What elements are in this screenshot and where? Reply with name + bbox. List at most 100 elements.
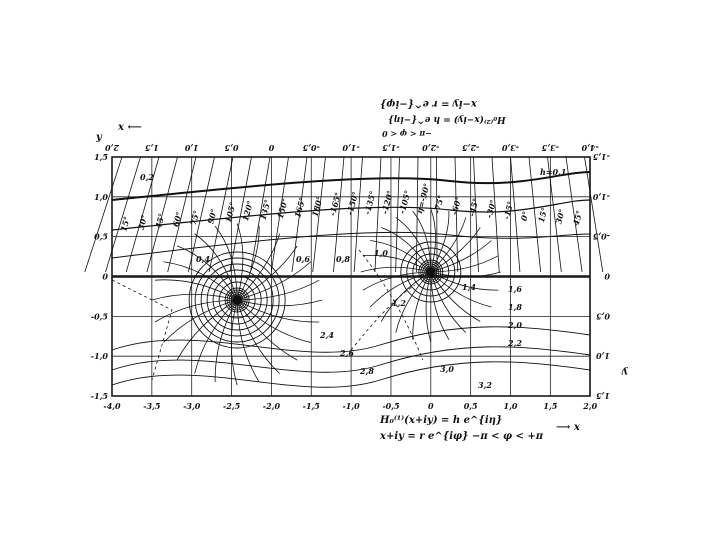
formula-range-top: −π < φ < 0: [382, 129, 432, 139]
y-tick-label: 1,5: [94, 152, 108, 162]
phase-contour-line: [188, 156, 215, 273]
x-tick-label-top: -0,5: [302, 143, 320, 153]
y-tick-label-right: 0: [604, 272, 610, 282]
y-tick-label-right: 0,5: [596, 311, 610, 321]
phase-label: -150°: [344, 190, 360, 216]
modulus-contour-circle: [188, 251, 286, 349]
axis-ticks: -4,02,0-3,51,5-3,01,0-2,50,5-2,00-1,5-0,…: [91, 143, 610, 411]
modulus-label: 0,6: [296, 254, 310, 264]
modulus-label: 2,2: [507, 338, 522, 348]
phase-label: 30°: [136, 214, 150, 231]
x-tick-label-top: -1,5: [382, 143, 400, 153]
x-tick-label: -0,5: [382, 401, 400, 411]
modulus-contour-circle: [406, 247, 456, 297]
formula-hankel-top: H₀⁽²⁾(x−iy) = h e^{−iη}: [388, 114, 506, 124]
saddle-line: [358, 249, 424, 361]
modulus-label: 1,2: [392, 298, 406, 308]
modulus-contour-curve: [111, 231, 591, 259]
x-tick-label-top: -1,0: [342, 143, 360, 153]
modulus-label: 2,4: [319, 330, 334, 340]
phase-contour-line: [194, 299, 238, 374]
phase-contour-line: [230, 299, 238, 386]
phase-contour-line: [430, 240, 492, 273]
y-axis-label-right: y: [622, 366, 628, 377]
formula-hankel-bottom: H₀⁽¹⁾(x+iy) = h e^{iη}: [380, 415, 503, 426]
x-tick-label: 1,5: [543, 401, 557, 411]
phase-contour-line: [154, 299, 238, 323]
y-tick-label: -1,0: [91, 351, 109, 361]
phase-contour-line: [236, 299, 280, 374]
phase-label: -75°: [431, 194, 445, 214]
x-tick-label: 2,0: [582, 401, 597, 411]
x-tick-label-top: 0: [268, 143, 274, 153]
phase-contour-line: [412, 271, 432, 340]
phase-contour-line: [491, 156, 500, 273]
phase-contour-line: [236, 299, 311, 343]
y-tick-label: -0,5: [91, 311, 109, 321]
phase-contour-line: [105, 156, 141, 273]
phase-contour-line: [291, 156, 308, 273]
saddle-line: [350, 284, 416, 351]
x-tick-label-top: 2,0: [105, 143, 120, 153]
phase-contour-line: [430, 271, 467, 333]
y-axis-label: y: [96, 132, 102, 143]
modulus-label: 2,6: [339, 348, 354, 358]
phase-label: 75°: [188, 209, 202, 226]
modulus-contour-curve: [111, 361, 591, 388]
modulus-contour-circle: [200, 263, 274, 337]
x-axis-label-top: x ⟵: [118, 122, 142, 133]
phase-contour-line: [167, 156, 197, 273]
modulus-contour-curve: [111, 199, 591, 231]
phase-contour-line: [415, 156, 419, 273]
phase-label: -120°: [379, 189, 395, 215]
phase-label: 150°: [275, 197, 290, 220]
phase-label: 30°: [553, 208, 567, 225]
modulus-contour-circle: [194, 257, 280, 343]
phase-contour-line: [333, 156, 345, 273]
phase-label: 165°: [292, 196, 307, 219]
phase-contour-line: [237, 299, 323, 307]
phase-contour-line: [510, 156, 521, 273]
x-tick-label-top: 1,0: [184, 143, 198, 153]
phase-contour-line: [236, 299, 298, 361]
phase-contour-line: [374, 156, 382, 273]
phase-contour-line: [163, 299, 238, 343]
modulus-label: h=0,1: [540, 167, 566, 177]
modulus-label: 0,4: [196, 254, 210, 264]
x-tick-label: -3,0: [183, 401, 201, 411]
x-tick-label-top: -3,5: [541, 143, 559, 153]
x-tick-label: -2,5: [223, 401, 241, 411]
modulus-label: 1,6: [508, 284, 522, 294]
x-tick-label-top: -4,0: [581, 143, 599, 153]
phase-contour-line: [236, 299, 260, 383]
phase-contour-line: [208, 156, 234, 273]
y-tick-label-right: 1,5: [596, 391, 610, 401]
y-tick-label: -1,5: [91, 391, 109, 401]
phase-label: -15°: [501, 200, 515, 220]
x-tick-label: -4,0: [103, 401, 121, 411]
phase-contour-line: [430, 271, 450, 340]
y-tick-label-right: 1,0: [596, 351, 610, 361]
phase-contour-line: [363, 254, 431, 273]
phase-label: 180°: [310, 195, 325, 218]
y-tick-label: 0: [102, 272, 108, 282]
phase-label: -105°: [397, 189, 413, 215]
phase-label: -60°: [449, 196, 463, 216]
phase-contour-line: [430, 271, 481, 322]
phase-contour-line: [236, 233, 281, 301]
phase-contour-line: [84, 156, 123, 273]
x-tick-label-top: -3,0: [501, 143, 519, 153]
phase-contour-line: [154, 279, 238, 301]
x-tick-label-top: 0,5: [224, 143, 238, 153]
phase-label: 45°: [571, 209, 585, 226]
phase-label: η=-90°: [414, 182, 432, 215]
phase-label: 15°: [118, 215, 132, 232]
modulus-contour-circle: [206, 269, 268, 331]
phase-contour-line: [214, 225, 238, 301]
y-tick-label-right: -1,5: [592, 152, 610, 162]
phase-contour-line: [146, 156, 178, 273]
phase-contour-line: [565, 156, 583, 273]
y-tick-label-right: -1,0: [592, 192, 610, 202]
modulus-label: 1,4: [462, 282, 476, 292]
